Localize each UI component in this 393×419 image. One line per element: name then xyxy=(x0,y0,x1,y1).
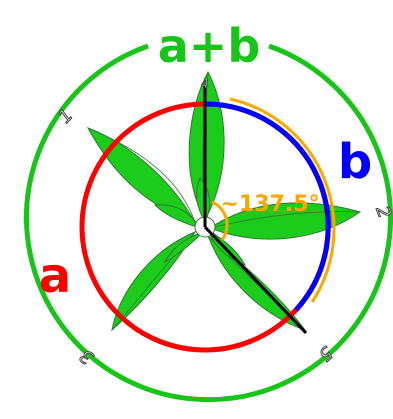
leaf-number-4: 4 xyxy=(201,77,209,91)
label-a-plus-b: a+b xyxy=(158,19,261,73)
leaf-1 xyxy=(86,127,197,223)
outer-circle xyxy=(24,43,393,403)
label-b: b xyxy=(338,134,372,190)
divider-lower-right xyxy=(203,225,308,335)
label-a: a xyxy=(39,248,71,304)
angle-arc xyxy=(211,200,229,241)
angle-label: ~137.5° xyxy=(220,192,319,217)
blue-arc xyxy=(204,101,331,312)
orange-arc xyxy=(229,97,336,303)
